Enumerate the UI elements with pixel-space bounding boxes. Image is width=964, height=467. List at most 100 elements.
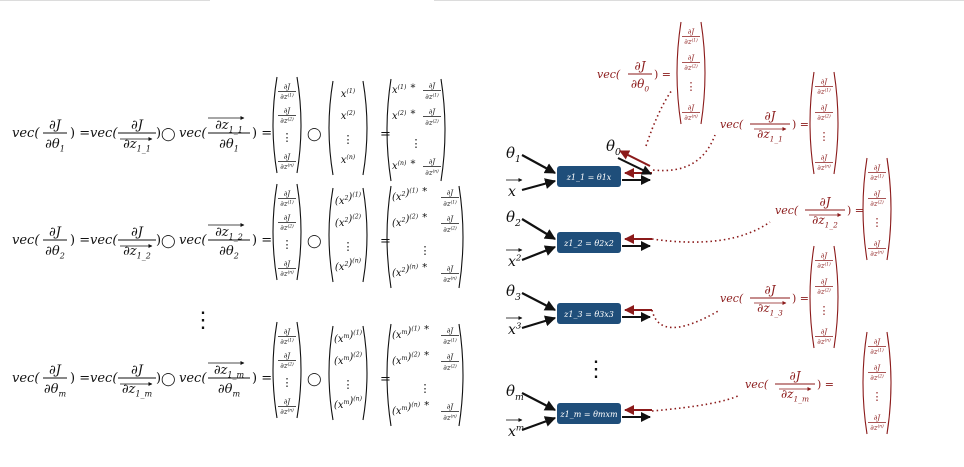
red-vector-5-col-r2-num: ∂J bbox=[874, 364, 882, 372]
node-4-x: xm bbox=[508, 424, 524, 440]
equation-3-p-den1: ∂z(1) bbox=[443, 338, 457, 346]
red-vector-5-col-r2-den: ∂z(2) bbox=[870, 374, 884, 382]
red-vector-1-col-r3-num: ∂J bbox=[688, 104, 696, 112]
equation-1-p-r2: x(2) ∗ bbox=[392, 107, 416, 122]
equation-2-x-r1: (x2)(1) bbox=[335, 191, 362, 207]
equation-1-x-rp bbox=[362, 80, 368, 176]
equation-3: vec(∂J∂θm) =vec(∂J∂z1_m)◯vec(∂z1_m∂θm) =… bbox=[12, 322, 457, 422]
equation-2-eq1: ) = bbox=[70, 233, 90, 248]
node-1-box-label: z1_1 = θ1x bbox=[566, 173, 612, 182]
node-3-x: x3 bbox=[508, 322, 522, 338]
equation-2-p-lp bbox=[386, 185, 392, 289]
red-vector-5-col-rp bbox=[886, 331, 892, 435]
equation-1-x-r1: x(1) bbox=[341, 88, 356, 100]
equation-3-grad-r2-den: ∂z(2) bbox=[280, 362, 294, 370]
red-vector-4-col-r1-den: ∂z(1) bbox=[817, 262, 831, 270]
equation-1-grad-r1-den: ∂z(1) bbox=[280, 93, 294, 101]
node-4-theta: θm bbox=[506, 382, 524, 403]
equation-3-p-num2: ∂J bbox=[447, 353, 455, 361]
equation-1-p-den1: ∂z(1) bbox=[425, 93, 439, 101]
equation-2-grad-lp bbox=[272, 183, 278, 281]
red-vector-2-col-r1-den: ∂z(1) bbox=[817, 88, 831, 96]
red-vector-1-col-rp bbox=[700, 21, 706, 125]
red-vector-5-col-r1-den: ∂z(1) bbox=[870, 348, 884, 356]
node-1-x: x bbox=[508, 184, 516, 200]
equation-3-eq1: ) = bbox=[70, 371, 90, 386]
equation-2-dz2: ∂z1_2 bbox=[123, 244, 151, 261]
red-vector-2-col-dots: ⋮ bbox=[819, 130, 830, 143]
red-vector-1-vec: vec( bbox=[597, 68, 621, 81]
equation-2-grad-r1-num: ∂J bbox=[284, 190, 292, 198]
equation-2-eq3: ) = bbox=[252, 233, 272, 248]
equation-3-p-den3: ∂z(n) bbox=[443, 414, 457, 422]
equation-2-grad-r2-num: ∂J bbox=[284, 214, 292, 222]
red-vector-5-eq: ) = bbox=[817, 378, 834, 391]
node-4-box bbox=[557, 403, 621, 424]
equation-2-p-r2: (x2)(2) ∗ bbox=[392, 210, 428, 229]
equation-1-eq3: ) = bbox=[252, 126, 272, 141]
red-vector-4-col-r3-num: ∂J bbox=[821, 328, 829, 336]
equation-1-eq1: ) = bbox=[70, 126, 90, 141]
equation-3-cl2: ) bbox=[156, 371, 161, 386]
equation-2-p-r1: (x2)(1) ∗ bbox=[392, 184, 428, 203]
equation-1-x-lp bbox=[328, 80, 334, 176]
red-vector-3-col-lp bbox=[862, 157, 868, 261]
equation-2-x-rp bbox=[362, 187, 368, 283]
equation-3-grad-r3-den: ∂z(n) bbox=[280, 408, 294, 416]
red-vector-4-col-r2-den: ∂z(2) bbox=[817, 288, 831, 296]
equation-3-p-num3: ∂J bbox=[447, 403, 455, 411]
red-vector-1-col-r2-den: ∂z(2) bbox=[684, 64, 698, 72]
equation-2-grad-r2-den: ∂z(2) bbox=[280, 224, 294, 232]
equation-1-p-r3: x(n) ∗ bbox=[392, 157, 416, 172]
red-vector-5-col-lp bbox=[862, 331, 868, 435]
equation-2-cl2: ) bbox=[156, 233, 161, 248]
equation-3-dz2: ∂z1_m bbox=[122, 382, 153, 399]
equation-1-p-r1: x(1) ∗ bbox=[392, 81, 416, 96]
red-vector-5-num: ∂J bbox=[789, 369, 801, 383]
node-2-theta: θ2 bbox=[506, 208, 521, 229]
red-vector-3-vec: vec( bbox=[775, 204, 799, 217]
red-vector-5-col-dots: ⋮ bbox=[872, 390, 883, 403]
equation-2-p-den2: ∂z(2) bbox=[443, 226, 457, 234]
equation-1-cl2: ) bbox=[156, 126, 161, 141]
equation-3-dtheta1: ∂θm bbox=[44, 382, 67, 399]
equation-2-dJ1: ∂J bbox=[49, 225, 62, 240]
equation-3-x-dots: ⋮ bbox=[343, 378, 354, 391]
equation-1-p-num3: ∂J bbox=[429, 158, 437, 166]
equation-1-grad-lp bbox=[272, 76, 278, 174]
equation-1-vec3: vec( bbox=[179, 126, 207, 141]
equation-2-dJ2: ∂J bbox=[131, 225, 144, 240]
node-4-box-label: z1_m = θmxm bbox=[559, 410, 618, 419]
red-vector-1-link bbox=[645, 89, 673, 147]
arrow-theta0 bbox=[617, 157, 652, 175]
equation-3-grad-r1-num: ∂J bbox=[284, 328, 292, 336]
red-vector-1-num: ∂J bbox=[634, 59, 646, 73]
equation-2-dz3: ∂z1_2 bbox=[215, 225, 243, 242]
equation-2-p-rp bbox=[458, 185, 464, 289]
equation-3-x-r2: (xm)(2) bbox=[334, 351, 363, 367]
equation-3-odot2: ◯ bbox=[307, 372, 322, 387]
red-vector-2-col-r3-num: ∂J bbox=[821, 154, 829, 162]
red-vector-2-col-r1-num: ∂J bbox=[821, 78, 829, 86]
red-vector-3-den: ∂z1_2 bbox=[812, 213, 838, 229]
diagram-ellipsis: ⋮ bbox=[585, 357, 607, 382]
equation-2: vec(∂J∂θ2) =vec(∂J∂z1_2)◯vec(∂z1_2∂θ2) =… bbox=[12, 184, 457, 284]
equation-3-vec1: vec( bbox=[12, 371, 40, 386]
equation-3-p-dots: ⋮ bbox=[420, 382, 431, 395]
equation-1-grad-r2-den: ∂z(2) bbox=[280, 117, 294, 125]
node-3-arrow-theta bbox=[521, 292, 556, 311]
equation-3-x-rp bbox=[362, 325, 368, 421]
red-vector-1-col-r2-num: ∂J bbox=[688, 54, 696, 62]
red-vector-4-den: ∂z1_3 bbox=[757, 301, 783, 317]
equation-1-dtheta3: ∂θ1 bbox=[219, 137, 239, 154]
equation-3-grad-r3-num: ∂J bbox=[284, 398, 292, 406]
equation-2-odot2: ◯ bbox=[307, 234, 322, 249]
red-vector-2-den: ∂z1_1 bbox=[757, 127, 783, 143]
red-vector-4-num: ∂J bbox=[764, 283, 776, 297]
equation-2-p-num1: ∂J bbox=[447, 189, 455, 197]
red-vector-2-col-lp bbox=[809, 71, 815, 175]
equation-3-p-r2: (xm)(2) ∗ bbox=[392, 348, 430, 367]
red-vector-3-col-r3-den: ∂z(n) bbox=[870, 250, 884, 258]
equation-1-grad-r3-den: ∂z(n) bbox=[280, 163, 294, 171]
equation-3-p-num1: ∂J bbox=[447, 327, 455, 335]
